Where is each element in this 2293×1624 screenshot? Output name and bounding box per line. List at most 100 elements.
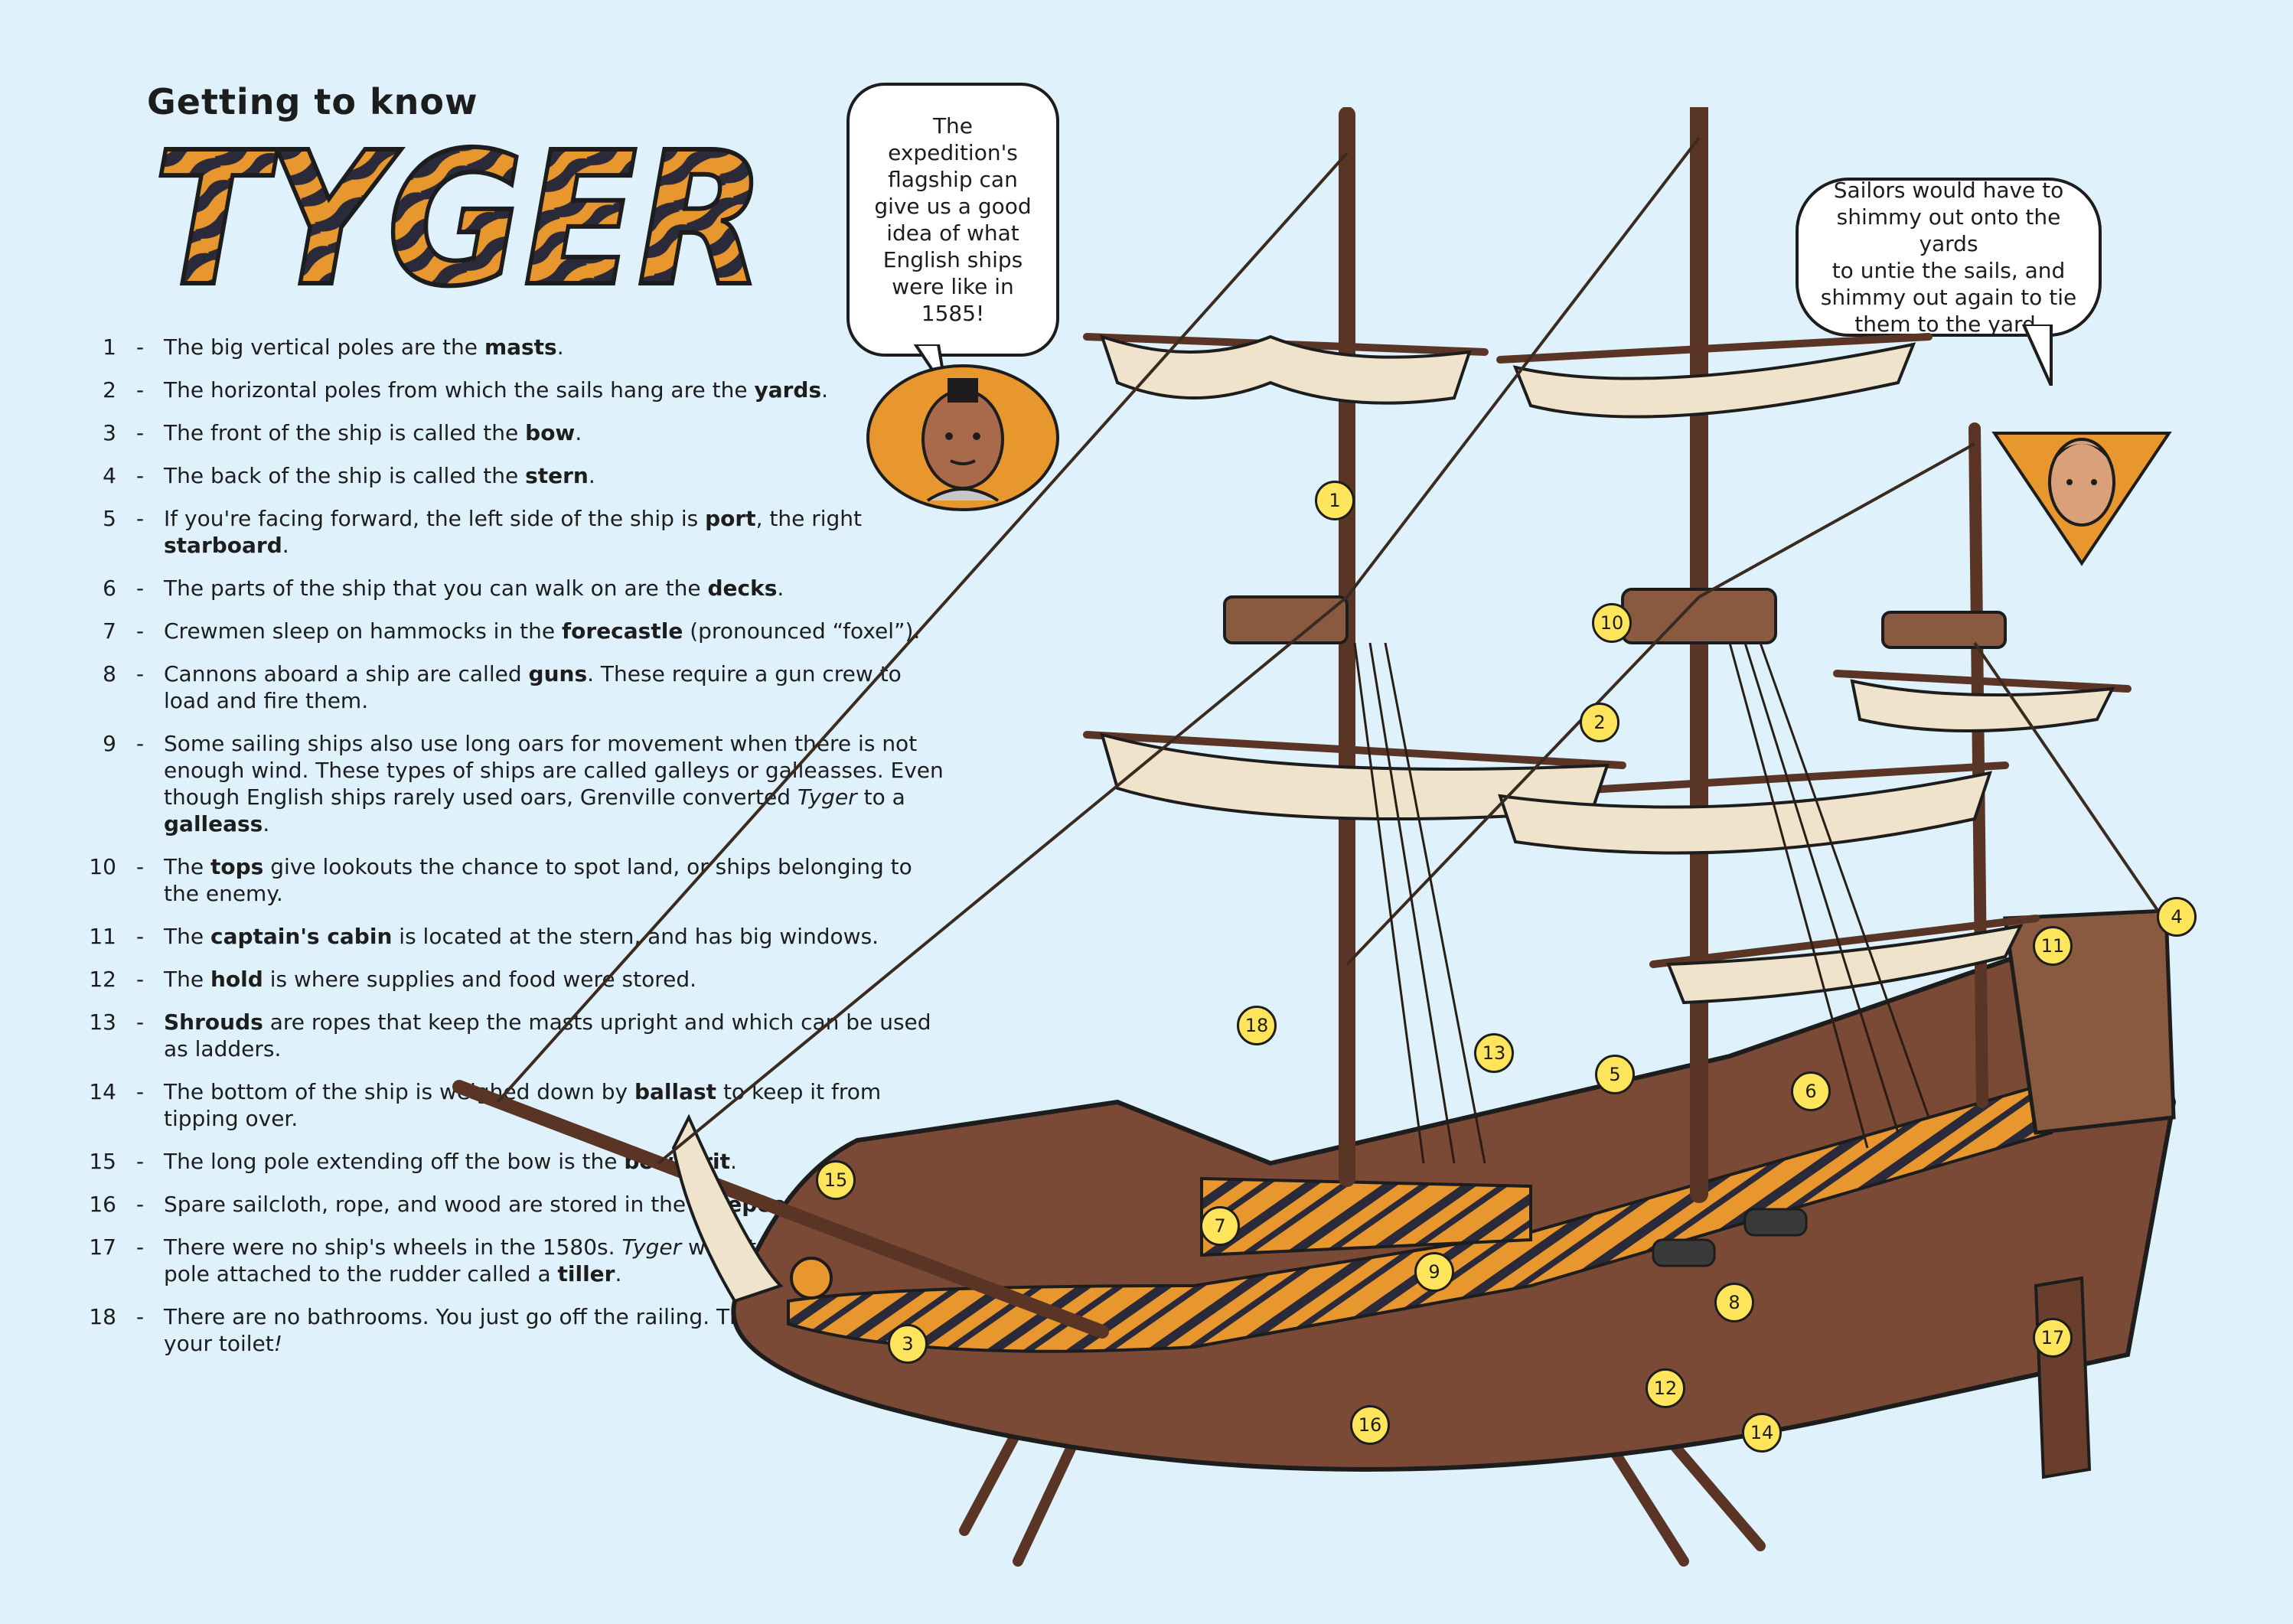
- glossary-dash: -: [135, 1192, 145, 1217]
- glossary-list: 1-The big vertical poles are the masts.2…: [61, 334, 949, 1373]
- marker-8: 8: [1714, 1283, 1754, 1322]
- glossary-fragment: is where supplies and food were stored.: [263, 967, 697, 992]
- shrouds: [1353, 642, 1930, 1164]
- marker-7: 7: [1200, 1206, 1240, 1246]
- speech-line: were like in: [892, 274, 1014, 299]
- glossary-dash: -: [135, 1079, 145, 1104]
- marker-16: 16: [1350, 1405, 1390, 1445]
- glossary-fragment: The: [164, 854, 210, 879]
- glossary-item: 8-Cannons aboard a ship are called guns.…: [61, 660, 949, 714]
- speech-line: idea of what: [886, 220, 1019, 246]
- speech-line: flagship can: [888, 167, 1018, 192]
- glossary-text: The tops give lookouts the chance to spo…: [164, 853, 949, 907]
- glossary-number: 2: [103, 377, 116, 403]
- glossary-dash: -: [135, 576, 145, 601]
- rigging: [496, 136, 2175, 1165]
- glossary-fragment: .: [556, 334, 564, 360]
- glossary-dash: -: [135, 420, 145, 445]
- glossary-number: 7: [103, 618, 116, 644]
- stern-castle: [2003, 908, 2176, 1135]
- title-text: TYGER: [153, 130, 765, 306]
- glossary-term: decks: [707, 576, 778, 601]
- glossary-fragment: Some sailing ships also use long oars fo…: [164, 731, 944, 810]
- glossary-item: 12-The hold is where supplies and food w…: [61, 966, 949, 993]
- glossary-dash: -: [135, 618, 145, 644]
- glossary-dash: -: [135, 731, 145, 756]
- glossary-term: guns: [528, 661, 588, 686]
- marker-12: 12: [1646, 1368, 1685, 1408]
- glossary-item: 17-There were no ship's wheels in the 15…: [61, 1234, 949, 1287]
- glossary-fragment: .: [588, 463, 595, 488]
- glossary-fragment: The: [164, 967, 210, 992]
- glossary-fragment: The: [164, 924, 210, 949]
- glossary-dash: -: [135, 334, 145, 360]
- speech-line: give us a good: [874, 194, 1032, 219]
- glossary-fragment: Spare sailcloth, rope, and wood are stor…: [164, 1192, 693, 1217]
- glossary-fragment: Tyger: [797, 784, 857, 810]
- marker-13: 13: [1474, 1033, 1514, 1073]
- glossary-number: 3: [103, 420, 116, 445]
- speech-line: shimmy out onto the yards: [1836, 204, 2061, 256]
- bowsprit: [452, 1080, 1109, 1339]
- glossary-text: The captain's cabin is located at the st…: [164, 923, 949, 950]
- glossary-text: The horizontal poles from which the sail…: [164, 377, 949, 403]
- glossary-fragment: Crewmen sleep on hammocks in the: [164, 618, 562, 644]
- glossary-term: ballast: [634, 1079, 717, 1104]
- glossary-text: Some sailing ships also use long oars fo…: [164, 730, 949, 837]
- glossary-fragment: .: [821, 377, 829, 403]
- glossary-fragment: to keep it from tipping over.: [164, 1079, 882, 1131]
- glossary-fragment: .: [575, 420, 582, 445]
- figurehead-tiger: [790, 1257, 833, 1300]
- glossary-dash: -: [135, 1009, 145, 1035]
- glossary-term: port: [705, 506, 756, 531]
- glossary-fragment: Cannons aboard a ship are called: [164, 661, 529, 686]
- glossary-fragment: .: [615, 1261, 622, 1286]
- glossary-term: tops: [210, 854, 264, 879]
- glossary-text: The parts of the ship that you can walk …: [164, 575, 949, 602]
- glossary-term: bow: [525, 420, 576, 445]
- glossary-fragment: Tyger: [621, 1234, 682, 1260]
- glossary-text: There were no ship's wheels in the 1580s…: [164, 1234, 949, 1287]
- glossary-number: 5: [103, 506, 116, 531]
- marker-6: 6: [1791, 1071, 1831, 1111]
- glossary-term: Shrouds: [164, 1009, 263, 1035]
- glossary-term: starboard: [164, 533, 282, 558]
- glossary-number: 6: [103, 576, 116, 601]
- glossary-number: 12: [89, 967, 116, 992]
- glossary-item: 10-The tops give lookouts the chance to …: [61, 853, 949, 907]
- glossary-text: Cannons aboard a ship are called guns. T…: [164, 660, 949, 714]
- glossary-number: 14: [89, 1079, 116, 1104]
- glossary-dash: -: [135, 924, 145, 949]
- speech-line: 1585!: [921, 301, 985, 326]
- glossary-fragment: (pronounced “foxel”).: [683, 618, 921, 644]
- glossary-fragment: .: [263, 811, 270, 836]
- speech-line: expedition's: [888, 140, 1018, 165]
- glossary-dash: -: [135, 463, 145, 488]
- glossary-fragment: The horizontal poles from which the sail…: [164, 377, 755, 403]
- glossary-number: 18: [89, 1304, 116, 1329]
- glossary-fragment: , the right: [755, 506, 863, 531]
- glossary-term: galleass: [164, 811, 263, 836]
- glossary-number: 4: [103, 463, 116, 488]
- glossary-number: 10: [89, 854, 116, 879]
- glossary-fragment: There were no ship's wheels in the 1580s…: [164, 1234, 622, 1260]
- glossary-term: masts: [484, 334, 557, 360]
- speech-line: English ships: [882, 247, 1023, 272]
- glossary-fragment: .: [777, 576, 784, 601]
- glossary-item: 4-The back of the ship is called the ste…: [61, 462, 949, 489]
- glossary-text: The front of the ship is called the bow.: [164, 419, 949, 446]
- marker-14: 14: [1742, 1413, 1782, 1453]
- glossary-fragment: If you're facing forward, the left side …: [164, 506, 706, 531]
- forecastle-stripe: [1200, 1176, 1532, 1257]
- glossary-dash: -: [135, 661, 145, 686]
- speech-line: The: [932, 113, 974, 139]
- glossary-number: 1: [103, 334, 116, 360]
- glossary-dash: -: [135, 967, 145, 992]
- glossary-fragment: .: [730, 1149, 737, 1174]
- glossary-number: 11: [89, 924, 116, 949]
- glossary-text: The back of the ship is called the stern…: [164, 462, 949, 489]
- glossary-dash: -: [135, 854, 145, 879]
